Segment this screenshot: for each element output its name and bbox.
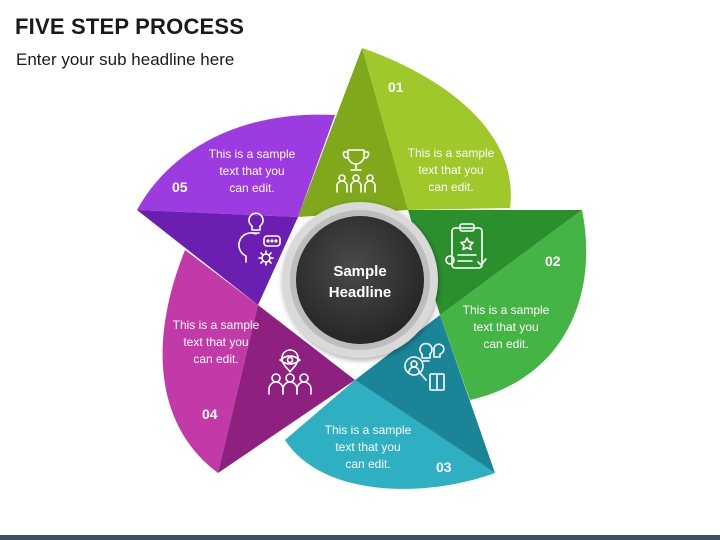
step-04-petal (162, 250, 355, 473)
step-05-text: This is a sample text that you can edit. (209, 147, 296, 195)
step-04-number: 04 (202, 406, 218, 422)
page-subtitle: Enter your sub headline here (16, 50, 235, 69)
step-01-text: This is a sample text that you can edit. (408, 146, 495, 194)
page-title: FIVE STEP PROCESS (15, 14, 245, 39)
step-03-number: 03 (436, 459, 452, 475)
svg-text:This is a sample: This is a sample (209, 147, 296, 161)
svg-text:can edit.: can edit. (229, 181, 274, 195)
step-05-number: 05 (172, 179, 188, 195)
svg-text:This is a sample: This is a sample (173, 318, 260, 332)
center-hub: Sample Headline (282, 202, 438, 358)
trophy-team-icon (336, 149, 376, 193)
svg-text:text that you: text that you (418, 163, 483, 177)
svg-text:text that you: text that you (183, 335, 248, 349)
bottom-accent-bar (0, 535, 720, 540)
step-03-text: This is a sample text that you can edit. (325, 423, 412, 471)
svg-text:text that you: text that you (219, 164, 284, 178)
svg-text:This is a sample: This is a sample (408, 146, 495, 160)
svg-text:can edit.: can edit. (193, 352, 238, 366)
svg-text:can edit.: can edit. (345, 457, 390, 471)
idea-search-person-icon (404, 342, 445, 391)
svg-text:can edit.: can edit. (428, 180, 473, 194)
step-01-petal (298, 48, 511, 217)
center-line-1: Sample (333, 263, 386, 280)
svg-text:can edit.: can edit. (483, 337, 528, 351)
step-02-text: This is a sample text that you can edit. (463, 303, 550, 351)
svg-text:text that you: text that you (335, 440, 400, 454)
svg-text:text that you: text that you (473, 320, 538, 334)
svg-text:This is a sample: This is a sample (463, 303, 550, 317)
checklist-clipboard-icon (445, 223, 487, 269)
svg-text:This is a sample: This is a sample (325, 423, 412, 437)
step-02-number: 02 (545, 253, 561, 269)
step-04-text: This is a sample text that you can edit. (173, 318, 260, 366)
vision-team-icon (268, 349, 312, 395)
brain-idea-gear-icon (238, 212, 281, 266)
step-01-number: 01 (388, 79, 404, 95)
step-03-petal (285, 315, 495, 489)
center-line-2: Headline (329, 284, 392, 301)
